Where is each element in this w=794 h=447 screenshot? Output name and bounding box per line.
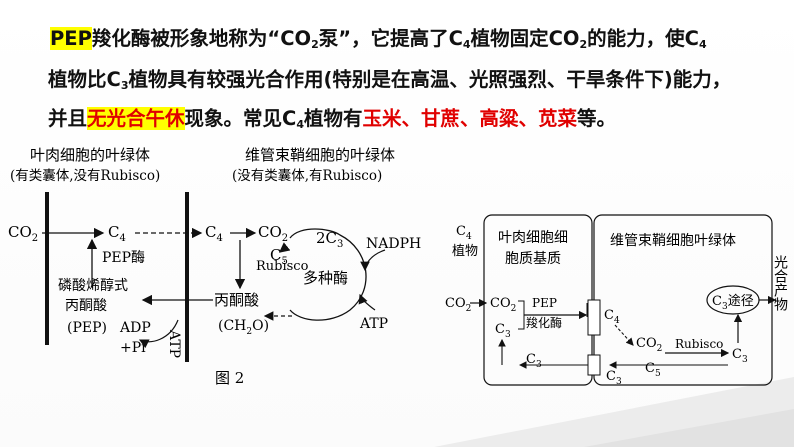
- svg-text:丙酮酸: 丙酮酸: [65, 298, 107, 314]
- svg-text:Rubisco: Rubisco: [675, 337, 723, 351]
- svg-text:丙酮酸: 丙酮酸: [214, 291, 259, 309]
- svg-text:CO2: CO2: [445, 296, 471, 314]
- svg-text:叶肉细胞细: 叶肉细胞细: [498, 230, 568, 246]
- svg-text:(CH2O): (CH2O): [218, 318, 269, 337]
- svg-text:C4: C4: [604, 308, 620, 326]
- cell2-subtitle: (没有类囊体,有Rubisco): [232, 167, 382, 184]
- svg-text:磷酸烯醇式: 磷酸烯醇式: [58, 277, 128, 294]
- svg-text:C3途径: C3途径: [712, 293, 754, 312]
- svg-text:C3: C3: [732, 347, 748, 365]
- svg-text:C5: C5: [645, 361, 661, 379]
- text-line-2: 植物比C3植物具有较强光合作用(特别是在高温、光照强烈、干旱条件下)能力，: [48, 68, 732, 92]
- svg-text:ADP: ADP: [119, 320, 151, 336]
- svg-text:C5: C5: [270, 246, 288, 267]
- svg-text:CO2: CO2: [8, 223, 38, 244]
- many-enzymes-label: 多种酶: [303, 269, 348, 287]
- text-line-3: 并且无光合午休现象。常见C4植物有玉米、甘蔗、高粱、苋菜等。: [48, 107, 617, 131]
- svg-text:维管束鞘细胞叶绿体: 维管束鞘细胞叶绿体: [610, 233, 736, 249]
- text-line-1: PEP羧化酶被形象地称为“CO2泵”，它提高了C4植物固定CO2的能力，使C4: [50, 27, 707, 51]
- pep-enzyme-label: PEP酶: [102, 250, 145, 266]
- svg-text:C4: C4: [456, 224, 472, 242]
- svg-text:胞质基质: 胞质基质: [505, 250, 561, 267]
- svg-text:C3: C3: [526, 352, 542, 370]
- cell2-title: 维管束鞘细胞的叶绿体: [245, 146, 395, 164]
- c4-pathway-diagram: C4 植物 叶肉细胞细 胞质基质 维管束鞘细胞叶绿体 CO2 CO2 C3 PE…: [445, 214, 788, 387]
- figure-caption: 图 2: [215, 369, 244, 387]
- cell1-title: 叶肉细胞的叶绿体: [30, 146, 150, 164]
- svg-text:C4: C4: [108, 223, 126, 244]
- nadph-arc: [360, 249, 386, 272]
- svg-text:羧化酶: 羧化酶: [526, 315, 562, 330]
- calvin-cycle-arc: [289, 228, 367, 321]
- svg-text:ATP: ATP: [359, 316, 388, 332]
- svg-text:NADPH: NADPH: [366, 236, 421, 252]
- svg-text:CO2: CO2: [490, 296, 516, 314]
- svg-text:(PEP): (PEP): [67, 320, 107, 336]
- svg-text:C4: C4: [205, 223, 223, 244]
- product-label: 光合产物: [772, 255, 788, 312]
- corner-decoration-inner: [584, 409, 794, 447]
- svg-text:CO2: CO2: [258, 223, 288, 244]
- svg-text:2C3: 2C3: [316, 229, 343, 250]
- crop-list: 玉米、甘蔗、高粱、苋菜: [362, 107, 578, 130]
- svg-text:+Pi: +Pi: [120, 340, 146, 356]
- svg-text:C3: C3: [606, 369, 622, 387]
- svg-text:植物: 植物: [452, 244, 478, 259]
- no-midday-depression-highlight: 无光合午休: [87, 107, 185, 130]
- cell1-subtitle: (有类囊体,没有Rubisco): [10, 167, 160, 184]
- svg-text:PEP: PEP: [532, 296, 557, 310]
- atp-arc: [358, 293, 376, 311]
- pep-highlight: PEP: [50, 27, 92, 50]
- svg-text:CO2: CO2: [636, 336, 662, 354]
- atp-vertical-label: ATP: [166, 329, 182, 358]
- atp-curve: [138, 319, 179, 349]
- figure-2-diagram: 叶肉细胞的叶绿体 (有类囊体,没有Rubisco) 维管束鞘细胞的叶绿体 (没有…: [8, 146, 421, 387]
- rubisco-label: Rubisco: [256, 259, 309, 274]
- svg-text:C3: C3: [495, 322, 511, 340]
